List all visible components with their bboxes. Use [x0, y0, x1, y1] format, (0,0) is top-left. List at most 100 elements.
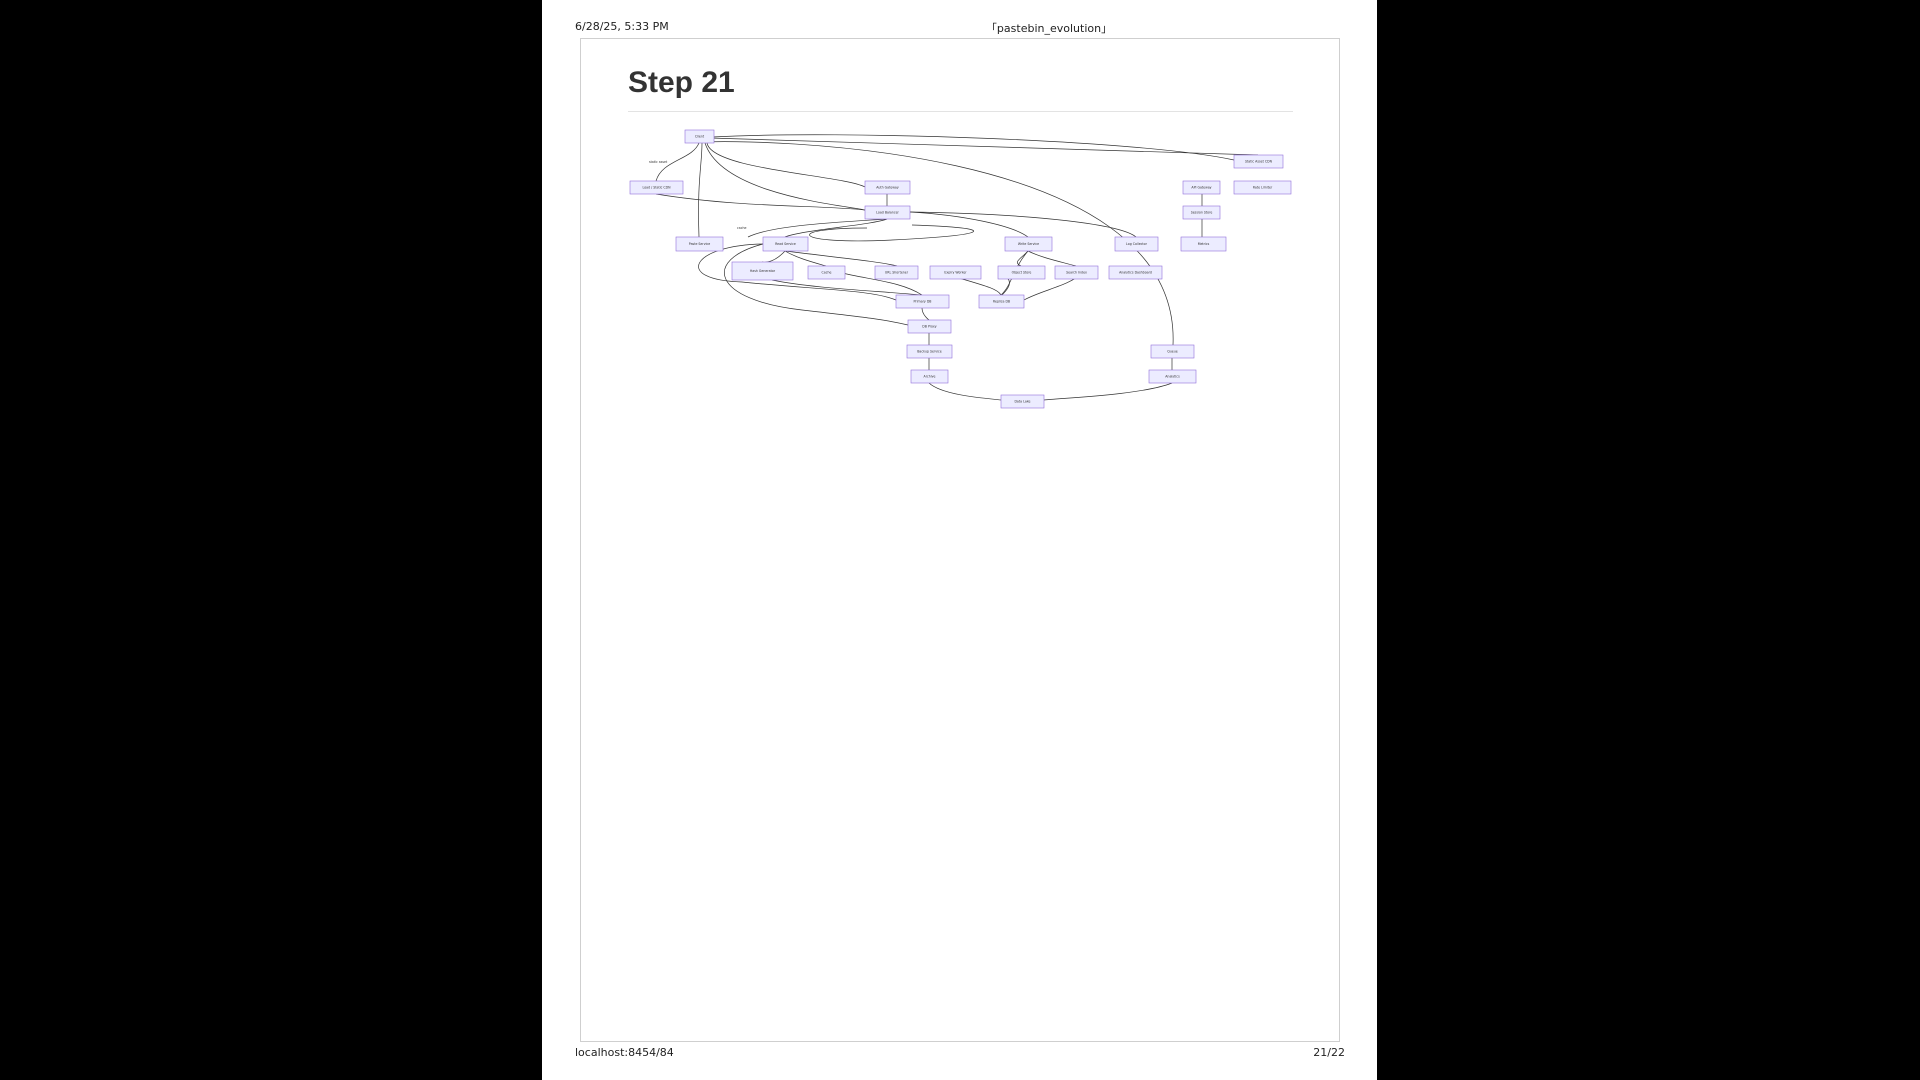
diagram-node-cdn: Load / Static CDN — [629, 180, 684, 195]
diagram-node-analytics-dash: Analytics Dashboard — [1108, 265, 1163, 280]
diagram-edge — [709, 137, 1259, 156]
node-box — [762, 236, 809, 252]
node-label: Queue — [1167, 350, 1178, 354]
diagram-edge — [809, 224, 975, 242]
diagram-node-search: Search Index — [1054, 265, 1099, 280]
node-label: Log Collector — [1126, 242, 1148, 246]
node-box — [1000, 394, 1045, 409]
node-label: Backup Service — [917, 350, 942, 354]
diagram-node-url-shortener: URL Shortener — [874, 265, 919, 280]
diagram-node-hash-gen: Hash Generator — [731, 261, 794, 281]
node-label: Analytics — [1165, 375, 1180, 379]
diagram-edge — [761, 250, 786, 263]
diagram-node-paste-service: Paste Service — [675, 236, 724, 252]
node-box — [978, 294, 1025, 309]
node-box — [1114, 236, 1159, 252]
diagram-node-log-collector: Log Collector — [1114, 236, 1159, 252]
node-label: Analytics Dashboard — [1119, 271, 1152, 275]
diagram-edge — [747, 218, 888, 238]
diagram-node-backup: Backup Service — [906, 344, 953, 359]
diagram-edge — [706, 142, 866, 188]
diagram-edge — [771, 279, 923, 296]
diagram-node-write-service: Write Service — [1004, 236, 1053, 252]
node-box — [997, 265, 1046, 280]
node-label: Static Asset CDN — [1245, 160, 1273, 164]
node-box — [675, 236, 724, 252]
node-label: Replica DB — [993, 300, 1010, 304]
node-box — [684, 129, 715, 144]
node-label: Load Balancer — [876, 211, 899, 215]
print-page: 6/28/25, 5:33 PM 「pastebin_evolution」 St… — [542, 0, 1377, 1080]
node-box — [807, 265, 846, 280]
diagram-node-api-gateway: API Gateway — [1182, 180, 1221, 195]
diagram-edge — [724, 243, 909, 326]
content-frame — [580, 38, 1340, 1042]
node-box — [1054, 265, 1099, 280]
node-label: URL Shortener — [885, 271, 909, 275]
diagram-node-queue: Queue — [1150, 344, 1195, 359]
diagram-edge — [698, 243, 897, 301]
print-header-date: 6/28/25, 5:33 PM — [575, 20, 669, 33]
node-box — [864, 205, 911, 220]
diagram-node-read-service: Read Service — [762, 236, 809, 252]
diagram-node-primary-db: Primary DB — [895, 294, 950, 309]
node-box — [1150, 344, 1195, 359]
diagram-edge — [1043, 382, 1173, 401]
diagram-node-session: Session Store — [1182, 205, 1221, 220]
diagram-node-archive: Archive — [910, 369, 949, 384]
node-box — [906, 344, 953, 359]
node-label: Object Store — [1012, 271, 1032, 275]
diagram-edge — [698, 142, 703, 238]
node-label: Auth Gateway — [876, 186, 899, 190]
node-box — [874, 265, 919, 280]
node-label: Primary DB — [914, 300, 932, 304]
node-label: Paste Service — [689, 242, 710, 246]
node-label: Metrics — [1198, 242, 1210, 246]
diagram-edge — [704, 142, 866, 211]
diagram-node-replica-db: Replica DB — [978, 294, 1025, 309]
node-label: Data Lake — [1014, 400, 1030, 404]
node-box — [1108, 265, 1163, 280]
node-label: Write Service — [1018, 242, 1039, 246]
node-label: Client — [695, 135, 705, 139]
node-box — [907, 319, 952, 334]
diagram-node-metrics: Metrics — [1180, 236, 1227, 252]
diagram-node-data-lake: Data Lake — [1000, 394, 1045, 409]
node-box — [1004, 236, 1053, 252]
diagram-node-rate-limit: Rate Limiter — [1233, 180, 1292, 195]
diagram-node-expiry: Expiry Worker — [929, 265, 982, 280]
diagram-node-lb: Load Balancer — [864, 205, 911, 220]
node-box — [1233, 154, 1284, 169]
diagram-edge — [909, 211, 1137, 238]
page-title: Step 21 — [628, 66, 735, 99]
print-footer-url: localhost:8454/84 — [575, 1046, 674, 1059]
node-box — [1148, 369, 1197, 384]
node-label: Hash Generator — [750, 269, 776, 273]
node-label: DB Proxy — [922, 325, 936, 329]
diagram-edge — [1027, 250, 1077, 267]
node-box — [1182, 180, 1221, 195]
diagram-edge — [655, 142, 700, 182]
diagram-node-db-proxy: DB Proxy — [907, 319, 952, 334]
diagram-edge — [841, 272, 923, 296]
node-label: Search Index — [1066, 271, 1087, 275]
diagram-node-auth-gateway: Auth Gateway — [864, 180, 911, 195]
edge-label: cache — [737, 226, 746, 230]
node-label: API Gateway — [1191, 186, 1211, 190]
title-divider — [628, 111, 1293, 112]
node-box — [1182, 205, 1221, 220]
diagram-edge — [655, 193, 866, 211]
diagram-edge — [784, 250, 827, 267]
node-box — [731, 261, 794, 281]
node-box — [629, 180, 684, 195]
diagram-node-cache: Cache — [807, 265, 846, 280]
diagram-edge — [909, 211, 1029, 238]
node-label: Read Service — [775, 242, 796, 246]
node-box — [1180, 236, 1227, 252]
node-label: Load / Static CDN — [643, 186, 672, 190]
node-label: Archive — [924, 375, 936, 379]
node-label: Expiry Worker — [944, 271, 967, 275]
node-box — [864, 180, 911, 195]
edge-label: static asset — [649, 160, 668, 164]
